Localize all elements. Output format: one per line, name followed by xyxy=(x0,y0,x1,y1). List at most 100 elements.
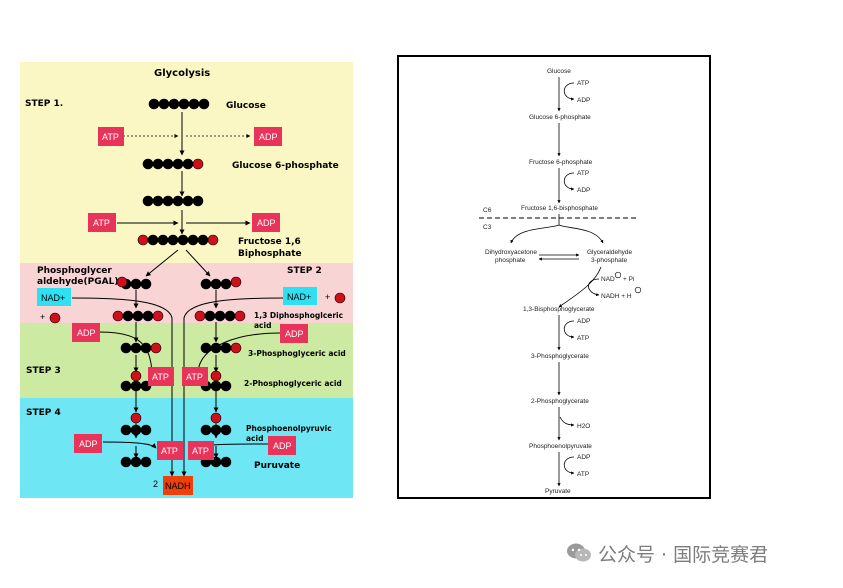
carbon-dot xyxy=(210,380,222,392)
carbon-dot xyxy=(200,424,212,436)
phosphate-dot xyxy=(194,310,206,322)
carbon-dot xyxy=(142,158,154,170)
diagram-title: Glycolysis xyxy=(154,68,210,79)
r-c3: C3 xyxy=(483,224,492,231)
carbon-dot xyxy=(178,98,190,110)
nad-box-right: NAD+ xyxy=(283,287,317,305)
adp-box-2: ADP xyxy=(252,213,280,232)
glycolysis-left-diagram: Glycolysis STEP 1. STEP 2 STEP 3 STEP 4 … xyxy=(20,62,353,498)
carbon-dot xyxy=(148,98,160,110)
carbon-dot xyxy=(142,195,154,207)
atp-box-6: ATP xyxy=(188,441,214,460)
svg-text:ADP: ADP xyxy=(259,132,278,142)
r-adp-1: ADP xyxy=(577,97,590,104)
svg-text:ATP: ATP xyxy=(93,218,110,228)
phosphate-dot xyxy=(207,234,219,246)
carbon-dot xyxy=(200,342,212,354)
carbon-dot xyxy=(152,158,164,170)
carbon-dot xyxy=(220,456,232,468)
carbon-dot xyxy=(140,456,152,468)
r-g6p: Glucose 6-phosphate xyxy=(529,114,591,121)
r-g3p-2: 3-phosphate xyxy=(591,257,628,264)
r-atp-3: ATP xyxy=(577,335,589,342)
phosphate-dot xyxy=(230,342,242,354)
carbon-dot xyxy=(200,278,212,290)
atp-box-2: ATP xyxy=(88,213,116,232)
step3-label: STEP 3 xyxy=(26,366,61,376)
carbon-dot xyxy=(122,310,134,322)
phosphate-dot xyxy=(210,412,222,424)
svg-text:ATP: ATP xyxy=(186,372,203,382)
glycolysis-right-panel: Glucose ATP ADP Glucose 6-phosphate Fruc… xyxy=(397,55,711,499)
nadh-box: NADH xyxy=(163,476,193,495)
step2-label: STEP 2 xyxy=(287,266,322,276)
svg-text:ATP: ATP xyxy=(161,446,178,456)
nadh-count: 2 xyxy=(153,479,158,489)
r-f16bp: Fructose 1,6-bisphosphate xyxy=(521,205,598,212)
carbon-dot xyxy=(140,278,152,290)
carbon-dot xyxy=(130,380,142,392)
atp-box-1: ATP xyxy=(98,127,124,146)
svg-text:ATP: ATP xyxy=(192,446,209,456)
carbon-dot xyxy=(120,380,132,392)
carbon-dot xyxy=(130,278,142,290)
r-atp-4: ATP xyxy=(577,471,589,478)
r-nad: NAD xyxy=(601,276,615,283)
phosphate-dot xyxy=(49,312,61,324)
pyruvate-label: Puruvate xyxy=(254,461,300,471)
r-dhap-1: Dihydroxyacetone xyxy=(485,249,537,256)
phosphate-dot xyxy=(152,310,164,322)
r-c6: C6 xyxy=(483,207,492,214)
dpg-label-line1: 1,3 Diphosphoglceric xyxy=(254,311,343,320)
carbon-dot xyxy=(167,234,179,246)
carbon-dot xyxy=(182,158,194,170)
carbon-dot xyxy=(142,310,154,322)
r-f6p: Fructose 6-phosphate xyxy=(529,159,593,166)
carbon-dot xyxy=(210,342,222,354)
r-13bpg: 1,3-Bisphosphoglycerate xyxy=(523,306,595,313)
phosphate-dot xyxy=(192,158,204,170)
watermark: 公众号 · 国际竞赛君 xyxy=(566,538,768,568)
carbon-dot xyxy=(220,380,232,392)
phosphate-dot xyxy=(230,276,242,288)
carbon-dot xyxy=(120,456,132,468)
carbon-dot xyxy=(162,158,174,170)
adp-box-3: ADP xyxy=(72,323,100,342)
r-atp-1: ATP xyxy=(577,80,589,87)
pep-label-line1: Phosphoenolpyruvic xyxy=(246,424,332,433)
carbon-dot xyxy=(140,342,152,354)
atp-box-4: ATP xyxy=(182,367,208,386)
carbon-dot xyxy=(130,342,142,354)
pgal-label-line1: Phosphoglycer xyxy=(37,266,112,276)
adp-box-5: ADP xyxy=(74,434,102,453)
r-3pg: 3-Phosphoglycerate xyxy=(531,353,589,360)
carbon-dot xyxy=(224,310,236,322)
f16-label-line2: Biphosphate xyxy=(238,249,302,259)
carbon-dot xyxy=(182,195,194,207)
carbon-dot xyxy=(157,234,169,246)
phosphate-dot xyxy=(112,310,124,322)
carbon-dot xyxy=(130,456,142,468)
pep-label-line2: acid xyxy=(246,434,263,443)
carbon-dot xyxy=(188,98,200,110)
carbon-dot xyxy=(192,195,204,207)
svg-text:NAD+: NAD+ xyxy=(41,293,65,303)
f16-label-line1: Fructose 1,6 xyxy=(238,237,301,247)
r-pyruvate: Pyruvate xyxy=(545,488,571,495)
r-pep: Phosphoenolpyruvate xyxy=(529,443,592,450)
carbon-dot xyxy=(162,195,174,207)
carbon-dot xyxy=(130,424,142,436)
dpg-label-line2: acid xyxy=(254,321,271,330)
svg-text:ADP: ADP xyxy=(273,441,292,451)
glycolysis-right-diagram: Glucose ATP ADP Glucose 6-phosphate Fruc… xyxy=(479,68,642,495)
plus-right: + xyxy=(325,292,330,302)
r-dhap-2: phosphate xyxy=(495,257,526,264)
phosphate-dot xyxy=(137,234,149,246)
glucose-label: Glucose xyxy=(226,101,266,111)
carbon-dot xyxy=(220,424,232,436)
r-nadh: NADH + H xyxy=(601,293,632,300)
carbon-dot xyxy=(168,98,180,110)
r-adp-4: ADP xyxy=(577,454,590,461)
carbon-dot xyxy=(132,310,144,322)
carbon-dot xyxy=(210,424,222,436)
